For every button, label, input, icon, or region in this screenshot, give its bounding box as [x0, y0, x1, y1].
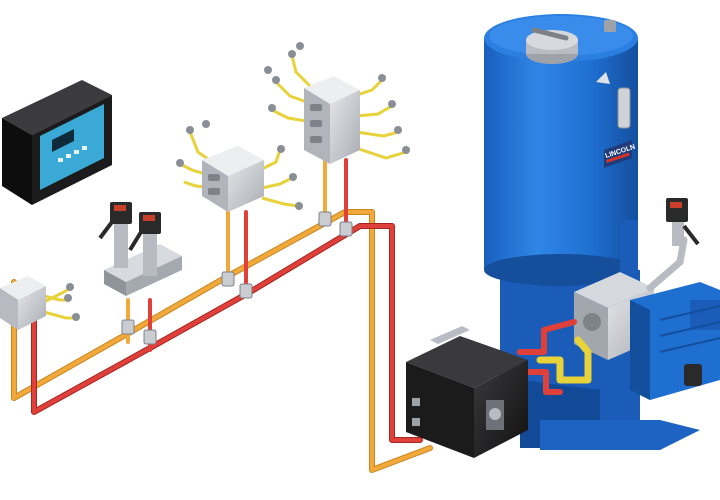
pump-reservoir-icon: LINCOLN	[484, 14, 700, 450]
main-pipe-orange	[11, 209, 433, 473]
control-panel-icon	[2, 80, 112, 205]
pipe-fittings	[121, 211, 353, 345]
riser-pipes	[126, 158, 348, 352]
distributor-block-icon	[176, 120, 303, 212]
pressure-switch-icon	[98, 202, 182, 296]
electric-motor-icon	[630, 282, 720, 400]
distributor-block-icon	[264, 42, 410, 164]
pressure-switch-icon	[646, 198, 700, 292]
main-pipe-red	[31, 223, 423, 443]
distributor-block-icon	[0, 276, 80, 330]
reversing-valve-icon	[406, 319, 592, 458]
